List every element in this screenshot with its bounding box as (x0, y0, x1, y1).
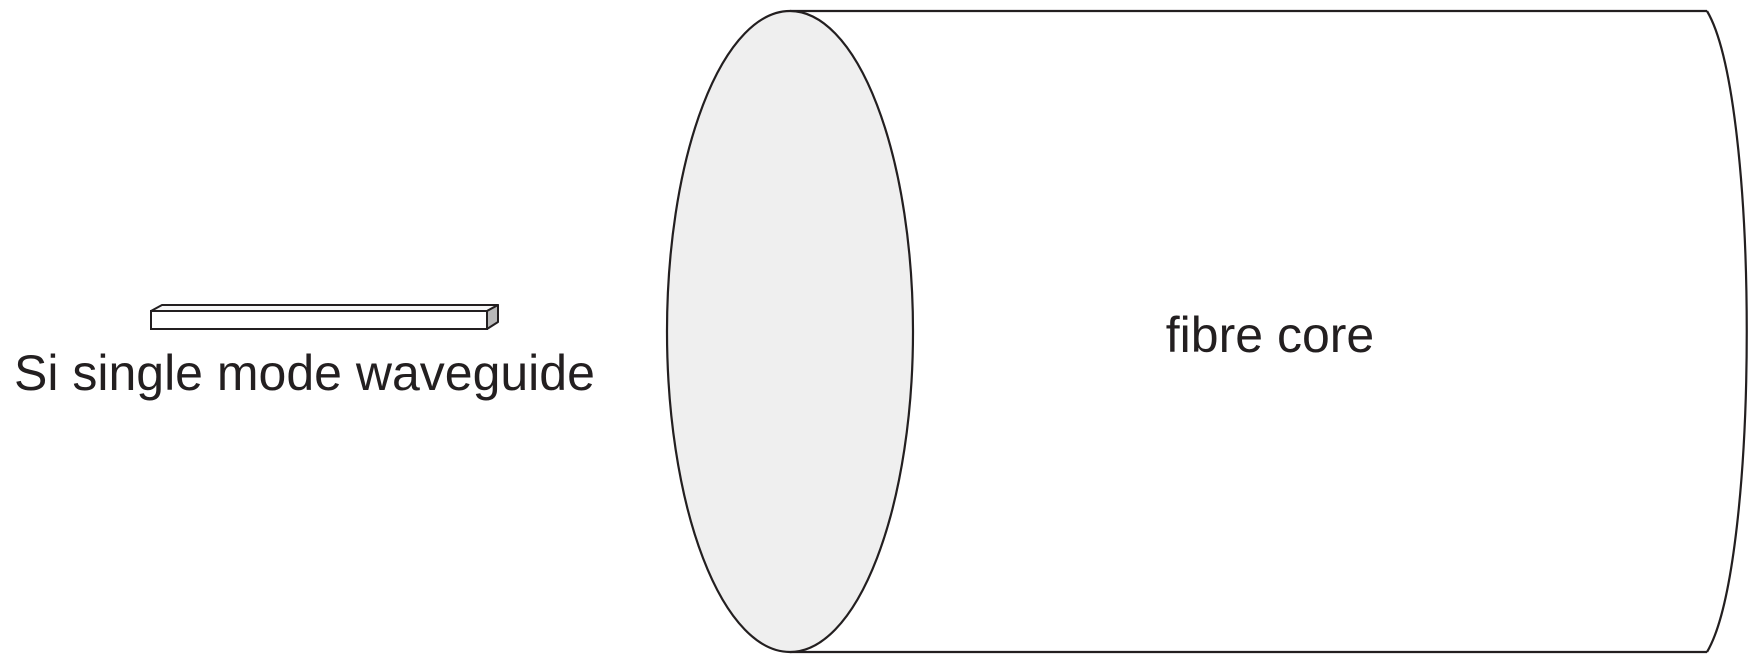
si-waveguide: Si single mode waveguide (14, 304, 595, 401)
fibre-core: fibre core (665, 9, 1748, 654)
fibre-back-edge (1706, 10, 1748, 653)
waveguide-label: Si single mode waveguide (14, 345, 595, 401)
fibre-core-label: fibre core (1166, 307, 1374, 363)
waveguide-front-face (150, 310, 488, 330)
fibre-end-face (665, 9, 915, 654)
